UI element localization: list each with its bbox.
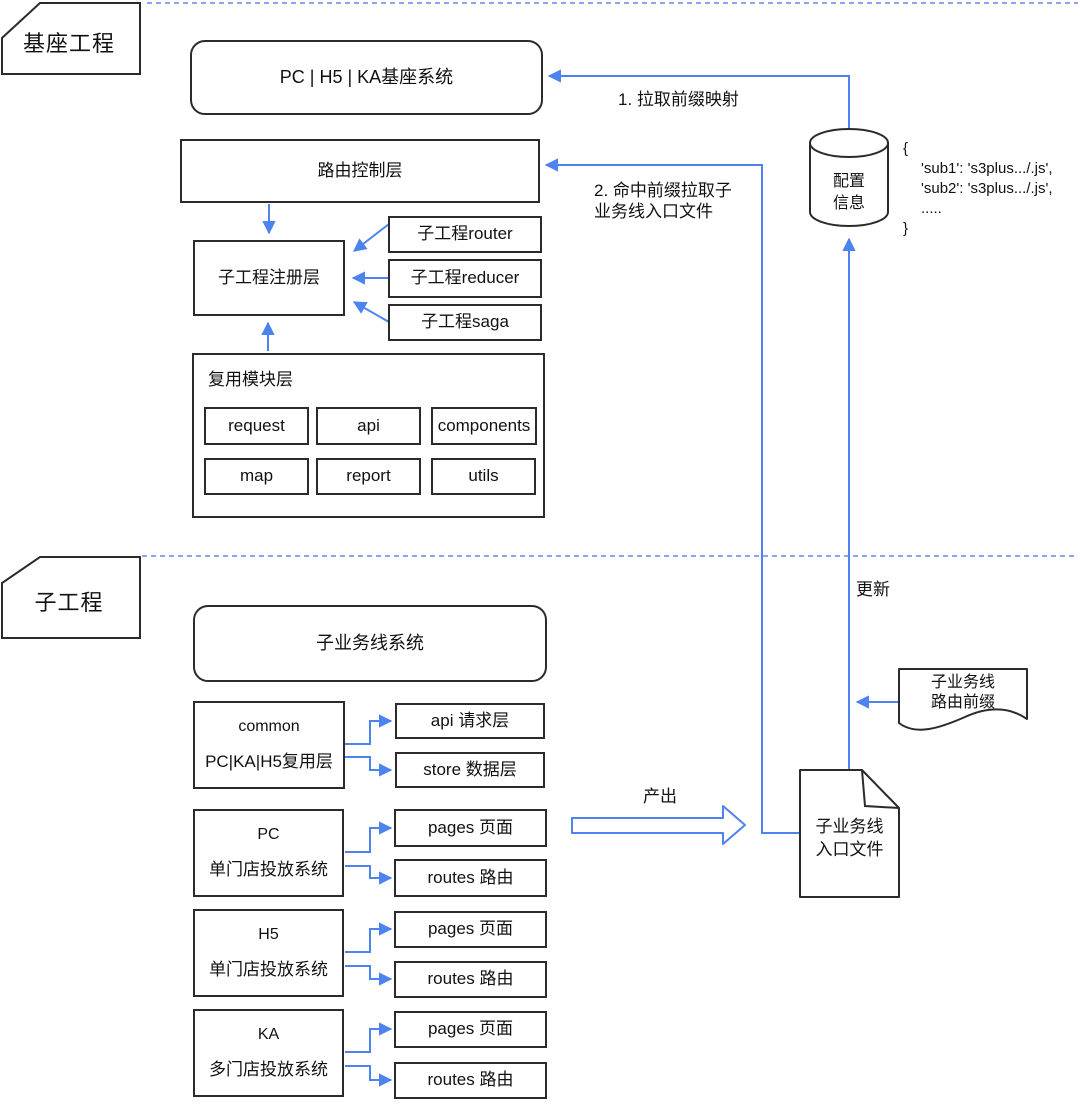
connector-pull-prefix-arrow: [547, 69, 850, 128]
pc-system-name: PC: [257, 826, 280, 844]
json-line-sub1: 'sub1': 's3plus.../.js',: [921, 160, 1053, 177]
hit-prefix-label: 2. 命中前缀拉取子 业务线入口文件: [594, 180, 732, 222]
entry-doc-line2: 入口文件: [815, 840, 884, 859]
route-prefix-document-shape: [898, 668, 1028, 731]
config-db-cylinder-body: [809, 143, 889, 227]
entry-file-document-shape: [799, 769, 900, 898]
connector-pc-to-pages-arrow: [345, 821, 393, 853]
module-api-box: api: [316, 407, 421, 445]
update-label: 更新: [856, 580, 890, 599]
ka-routes-box: routes 路由: [394, 1062, 547, 1099]
module-report-box: report: [316, 458, 421, 495]
module-utils-box: utils: [431, 458, 536, 495]
ka-system-box: KA 多门店投放系统: [193, 1009, 344, 1097]
sub-router-box: 子工程router: [388, 216, 542, 253]
common-layer-subtitle: PC|KA|H5复用层: [205, 752, 333, 772]
json-line-open: {: [903, 140, 909, 157]
connector-h5-to-routes-arrow: [345, 965, 393, 986]
json-line-ellipsis: .....: [921, 200, 942, 217]
route-control-layer-box: 路由控制层: [180, 139, 540, 203]
ka-pages-box: pages 页面: [394, 1011, 547, 1048]
prefix-doc-line1: 子业务线: [930, 674, 995, 691]
store-data-layer-box: store 数据层: [395, 752, 545, 788]
reuse-module-layer-title: 复用模块层: [208, 370, 293, 389]
module-request-box: request: [204, 407, 309, 445]
connector-router-to-register-arrow: [352, 223, 390, 252]
route-prefix-document-label: 子业务线 路由前缀: [899, 673, 1027, 713]
pc-system-box: PC 单门店投放系统: [193, 809, 344, 897]
reuse-module-layer-box: 复用模块层 request api components map report …: [192, 353, 545, 518]
base-section-tag-label: 基座工程: [22, 31, 115, 56]
entry-doc-line1: 子业务线: [815, 817, 884, 836]
h5-system-subtitle: 单门店投放系统: [209, 960, 328, 980]
config-db-label-line1: 配置: [832, 173, 865, 190]
json-line-close: }: [903, 220, 909, 237]
pc-pages-box: pages 页面: [394, 809, 547, 847]
h5-routes-box: routes 路由: [394, 961, 547, 998]
sub-section-tag-label: 子工程: [34, 590, 104, 615]
h5-pages-box: pages 页面: [394, 911, 547, 948]
ka-system-name: KA: [257, 1026, 280, 1044]
entry-file-document-fold: [861, 769, 900, 809]
config-db-cylinder-top: [809, 128, 889, 158]
json-line-sub2: 'sub2': 's3plus.../.js',: [921, 180, 1053, 197]
entry-file-document-label: 子业务线 入口文件: [800, 815, 899, 861]
pc-routes-box: routes 路由: [394, 859, 547, 897]
base-section-tag-shape: [1, 1, 141, 75]
ka-system-subtitle: 多门店投放系统: [209, 1060, 328, 1080]
connector-pc-to-routes-arrow: [345, 865, 393, 885]
sub-saga-box: 子工程saga: [388, 304, 542, 341]
common-layer-name: common: [238, 718, 300, 736]
connector-common-to-api-arrow: [345, 714, 393, 745]
prefix-doc-line2: 路由前缀: [930, 694, 995, 711]
pull-prefix-label: 1. 拉取前缀映射: [618, 90, 739, 109]
sub-reducer-box: 子工程reducer: [388, 259, 542, 298]
config-json-snippet: { 'sub1': 's3plus.../.js', 'sub2': 's3pl…: [903, 139, 1053, 239]
config-db-label: 配置 信息: [811, 171, 887, 215]
connector-ka-to-routes-arrow: [345, 1065, 393, 1087]
connector-hit-prefix-arrow: [544, 158, 800, 834]
h5-system-box: H5 单门店投放系统: [193, 909, 344, 997]
module-map-box: map: [204, 458, 309, 495]
connector-saga-to-register-arrow: [352, 301, 390, 323]
h5-system-name: H5: [258, 926, 279, 944]
output-big-arrow: [571, 805, 746, 845]
output-label: 产出: [643, 787, 677, 806]
connector-h5-to-pages-arrow: [345, 922, 393, 953]
base-platform-box: PC | H5 | KA基座系统: [190, 40, 543, 115]
hit-prefix-label-line2: 业务线入口文件: [594, 202, 713, 221]
api-request-layer-box: api 请求层: [395, 703, 545, 739]
register-layer-box: 子工程注册层: [193, 240, 345, 316]
config-db-label-line2: 信息: [832, 195, 865, 212]
pc-system-subtitle: 单门店投放系统: [209, 860, 328, 880]
connector-common-to-store-arrow: [345, 756, 393, 777]
sub-system-box: 子业务线系统: [193, 605, 547, 682]
sub-section-tag-shape: [0, 556, 141, 639]
common-layer-box: common PC|KA|H5复用层: [193, 701, 345, 789]
hit-prefix-label-line1: 2. 命中前缀拉取子: [594, 181, 732, 200]
module-components-box: components: [431, 407, 537, 445]
connector-ka-to-pages-arrow: [345, 1022, 393, 1053]
